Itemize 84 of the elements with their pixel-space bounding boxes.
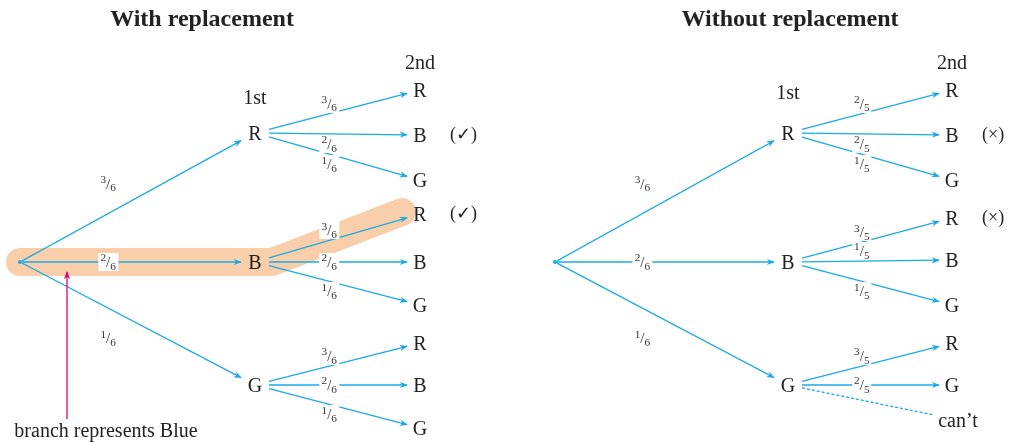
tree-title: With replacement — [110, 6, 294, 30]
outcome-letter: B — [774, 249, 802, 275]
outcome-letter: G — [939, 167, 965, 193]
outcome-letter: G — [774, 372, 802, 398]
outcome-letter: G — [407, 292, 433, 318]
edge-label: $^{2}$/$_{5}$ — [852, 94, 872, 113]
outcome-letter: R — [939, 77, 965, 103]
arrow — [268, 92, 408, 130]
note-text: can’t — [933, 409, 983, 431]
edge-label: $^{3}$/$_{6}$ — [632, 174, 653, 193]
arrow — [556, 262, 775, 379]
arrow — [268, 381, 408, 389]
mark-symbol: (✓) — [450, 125, 477, 143]
outcome-letter: R — [407, 201, 433, 227]
outcome-letter: B — [407, 372, 433, 398]
arrow — [801, 131, 940, 138]
arrow — [268, 216, 408, 259]
leader-line — [63, 271, 71, 420]
mark-symbol: (✓) — [450, 204, 477, 222]
outcome-letter: B — [407, 122, 433, 148]
arrow — [21, 140, 242, 262]
edge-label: $^{1}$/$_{5}$ — [852, 282, 872, 301]
arrow — [801, 136, 940, 178]
arrow — [801, 345, 940, 383]
edge-label: $^{1}$/$_{6}$ — [319, 282, 339, 301]
arrow — [556, 258, 775, 266]
edge-label: $^{2}$/$_{5}$ — [852, 134, 872, 153]
branch-point — [18, 260, 22, 264]
outcome-letter: G — [407, 415, 433, 441]
arrow — [268, 345, 408, 383]
outcome-letter: G — [241, 372, 269, 398]
mark-symbol: (×) — [982, 125, 1005, 143]
arrow — [21, 258, 242, 266]
edge-label: $^{2}$/$_{6}$ — [632, 253, 653, 271]
edge-label: $^{2}$/$_{6}$ — [319, 134, 339, 153]
outcome-letter: B — [407, 249, 433, 275]
arrow — [268, 131, 408, 138]
arrow — [801, 257, 940, 264]
edge-label: $^{3}$/$_{6}$ — [319, 94, 339, 113]
arrow — [801, 92, 940, 130]
branch-point — [553, 260, 557, 264]
column-heading: 2nd — [937, 52, 967, 72]
edge-label: $^{1}$/$_{6}$ — [632, 329, 653, 348]
edge-label: $^{1}$/$_{5}$ — [852, 242, 872, 261]
outcome-letter: G — [939, 292, 965, 318]
outcome-letter: G — [407, 167, 433, 193]
outcome-letter: B — [939, 122, 965, 148]
edge-label: $^{3}$/$_{6}$ — [319, 347, 339, 366]
outcome-letter: G — [939, 372, 965, 398]
outcome-letter: B — [241, 249, 269, 275]
column-heading: 2nd — [405, 52, 435, 72]
edge-label: $^{2}$/$_{6}$ — [319, 253, 339, 271]
outcome-letter: R — [939, 205, 965, 231]
outcome-letter: R — [407, 77, 433, 103]
arrow — [556, 140, 775, 262]
tree-title: Without replacement — [681, 6, 899, 30]
outcome-letter: R — [939, 330, 965, 356]
mark-symbol: (×) — [982, 208, 1005, 226]
edge-label: $^{3}$/$_{6}$ — [319, 221, 339, 240]
edge-label: $^{2}$/$_{5}$ — [852, 376, 872, 394]
edge-label: $^{3}$/$_{5}$ — [852, 347, 872, 366]
arrow — [268, 136, 408, 178]
edge-label: $^{1}$/$_{6}$ — [319, 155, 339, 174]
outcome-letter: R — [241, 120, 269, 146]
outcome-letter: R — [774, 120, 802, 146]
edge-label: $^{1}$/$_{6}$ — [98, 329, 118, 348]
arrow — [268, 388, 408, 426]
arrow — [801, 381, 940, 389]
edge-label: $^{2}$/$_{6}$ — [98, 253, 118, 271]
arrow — [801, 265, 940, 303]
outcome-letter: R — [407, 330, 433, 356]
column-heading: 1st — [243, 87, 267, 107]
arrow — [21, 262, 242, 379]
arrow — [801, 220, 940, 259]
note-text: branch represents Blue — [0, 419, 212, 441]
outcome-letter: B — [939, 247, 965, 273]
arrow — [268, 265, 408, 303]
edge-label: $^{3}$/$_{5}$ — [852, 223, 872, 242]
edge-label: $^{2}$/$_{6}$ — [319, 376, 339, 394]
edge-label: $^{1}$/$_{6}$ — [319, 405, 339, 424]
column-heading: 1st — [776, 82, 800, 102]
edge-label: $^{3}$/$_{6}$ — [98, 174, 118, 193]
arrow — [268, 258, 408, 266]
edge-label: $^{1}$/$_{5}$ — [852, 155, 872, 174]
